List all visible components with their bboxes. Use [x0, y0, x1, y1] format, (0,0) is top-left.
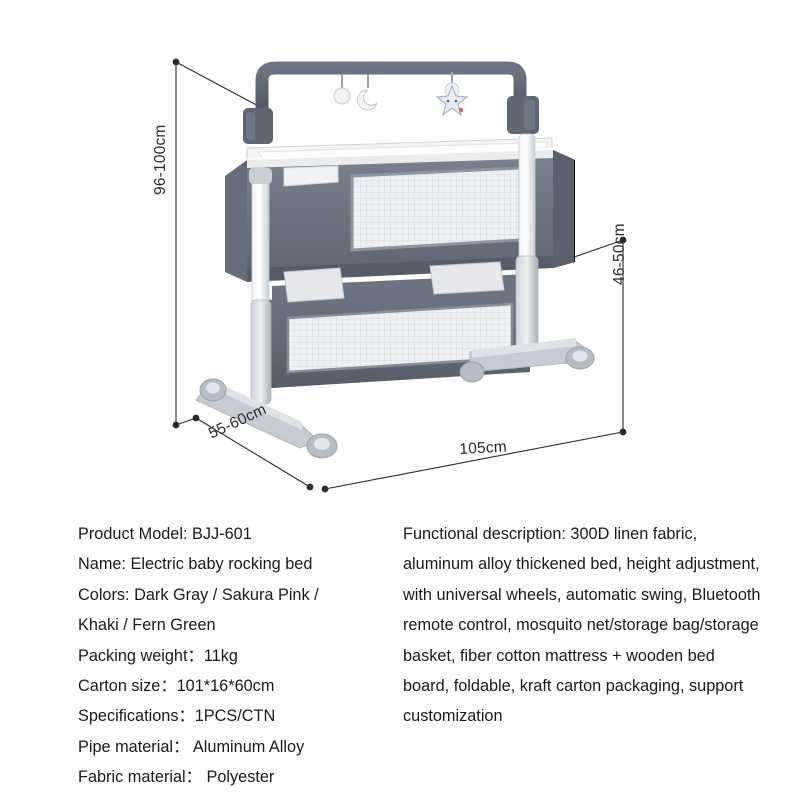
spec-pipe-material: Pipe material： Aluminum Alloy — [78, 737, 305, 756]
dimension-label-width: 105cm — [459, 438, 508, 458]
bed-upper-body — [225, 137, 575, 282]
specification-left-column: Product Model: BJJ-601 Name: Electric ba… — [78, 519, 403, 800]
product-illustration: 96-100cm 46-50cm 55-60cm 105cm — [152, 58, 628, 493]
crib-frame — [195, 133, 595, 459]
spec-product-model: Product Model: BJJ-601 — [78, 525, 252, 543]
toy-arch — [243, 61, 539, 144]
spec-colors-line1: Colors: Dark Gray / Sakura Pink / — [78, 585, 319, 604]
dimension-label-side-height: 46-50cm — [611, 223, 628, 285]
spec-fabric-material: Fabric material： Polyester — [78, 768, 275, 787]
spec-colors-line2: Khaki / Fern Green — [78, 616, 216, 635]
dimension-guides — [175, 61, 624, 490]
spec-packing-weight: Packing weight：11kg — [78, 646, 238, 665]
dimension-dots — [172, 58, 627, 493]
spec-functional-description: Functional description: 300D linen fabri… — [403, 525, 761, 726]
specification-right-column: Functional description: 300D linen fabri… — [403, 519, 763, 800]
spec-carton-size: Carton size：101*16*60cm — [78, 677, 275, 696]
crib-drawing — [172, 58, 627, 493]
spec-specifications: Specifications：1PCS/CTN — [78, 707, 276, 726]
caster-wheels — [199, 346, 595, 459]
specification-block: Product Model: BJJ-601 Name: Electric ba… — [0, 505, 800, 800]
spec-name: Name: Electric baby rocking bed — [78, 555, 313, 574]
storage-basket — [256, 261, 530, 388]
dimension-label-height: 96-100cm — [152, 124, 169, 195]
